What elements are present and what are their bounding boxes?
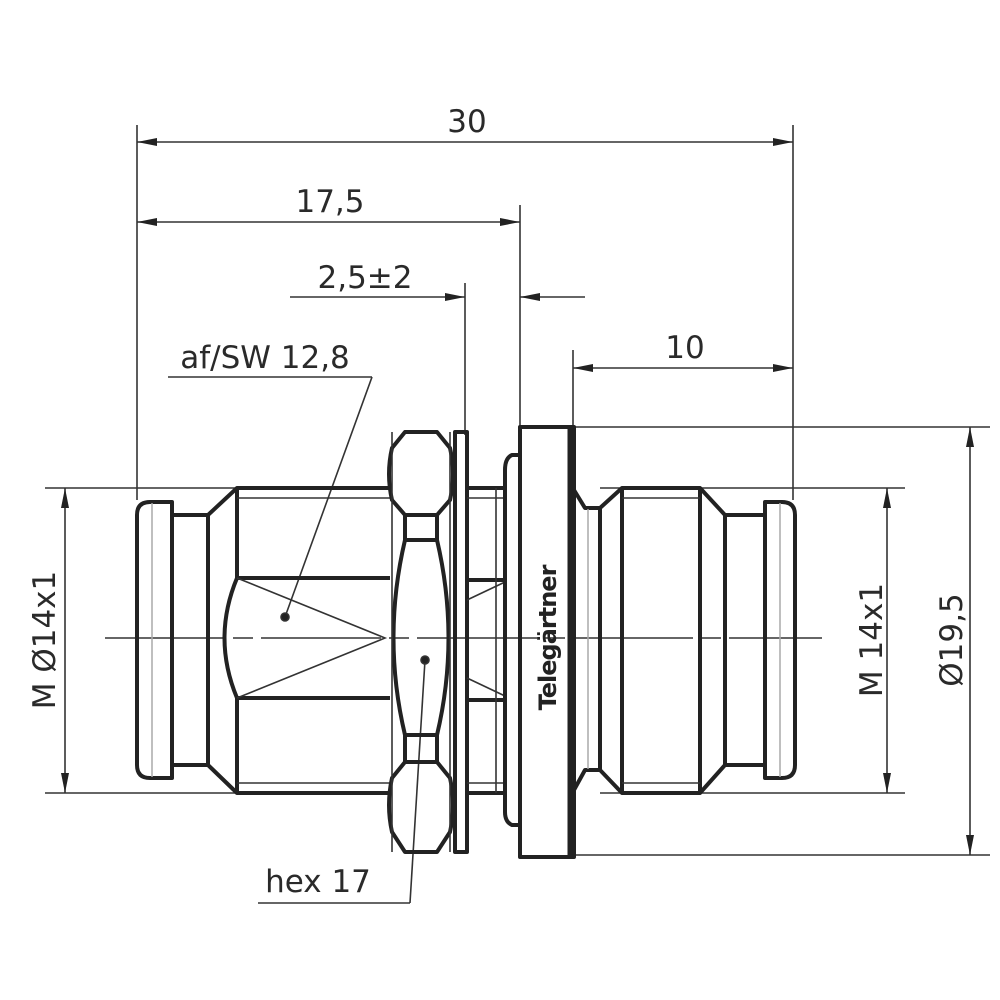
dim-right-thread: M 14x1 <box>854 583 890 697</box>
brand-logo: Telegärtner <box>534 564 562 710</box>
callout-hex-nut: hex 17 <box>265 864 371 900</box>
flange: Telegärtner <box>518 425 576 859</box>
extension-lines <box>45 125 990 856</box>
dim-overall-length: 30 <box>447 104 486 140</box>
leader-hex-nut <box>258 655 430 904</box>
dim-right-length: 10 <box>665 330 704 366</box>
dim-left-thread: M Ø14x1 <box>27 571 63 710</box>
leader-across-flats <box>168 376 373 622</box>
right-connector-body <box>572 486 797 795</box>
dim-flange-diameter: Ø19,5 <box>934 593 970 686</box>
washer <box>453 430 469 854</box>
dim-panel-thickness: 2,5±2 <box>318 260 413 296</box>
dimension-lines <box>61 138 974 855</box>
middle-body <box>466 453 520 827</box>
hex-nut <box>387 430 455 854</box>
dim-to-flange: 17,5 <box>295 184 364 220</box>
callout-across-flats: af/SW 12,8 <box>180 340 350 376</box>
left-connector-body <box>135 486 390 795</box>
